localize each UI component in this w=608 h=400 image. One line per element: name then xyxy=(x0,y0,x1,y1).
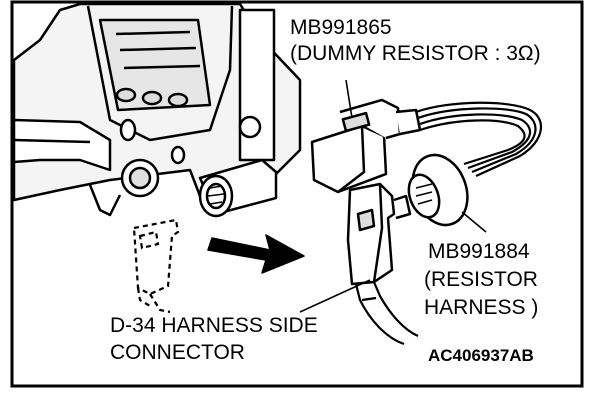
resistor-harness-connector xyxy=(407,153,469,227)
disconnected-connector-outline xyxy=(132,218,180,314)
dummy-resistor-description: (DUMMY RESISTOR : 3Ω) xyxy=(290,42,541,65)
resistor-wires xyxy=(415,101,543,178)
direction-arrow xyxy=(207,234,305,274)
diagram-border xyxy=(10,0,584,388)
engine-bracket-assembly xyxy=(12,2,302,217)
figure-code: AC406937AB xyxy=(428,346,534,365)
dummy-resistor-part-number: MB991865 xyxy=(290,16,392,39)
dummy-resistor xyxy=(310,98,422,194)
resistor-harness-part-number: MB991884 xyxy=(428,240,530,263)
connector-label-line-1: D-34 HARNESS SIDE xyxy=(110,314,318,337)
leader-lines xyxy=(299,79,487,313)
engine-connector xyxy=(198,158,278,218)
resistor-harness-description-line-1: (RESISTOR xyxy=(424,268,538,291)
resistor-harness-description-line-2: HARNESS ) xyxy=(424,296,539,319)
harness-wires xyxy=(354,281,419,346)
harness-side-connector xyxy=(346,182,412,286)
connector-label-line-2: CONNECTOR xyxy=(110,341,245,364)
